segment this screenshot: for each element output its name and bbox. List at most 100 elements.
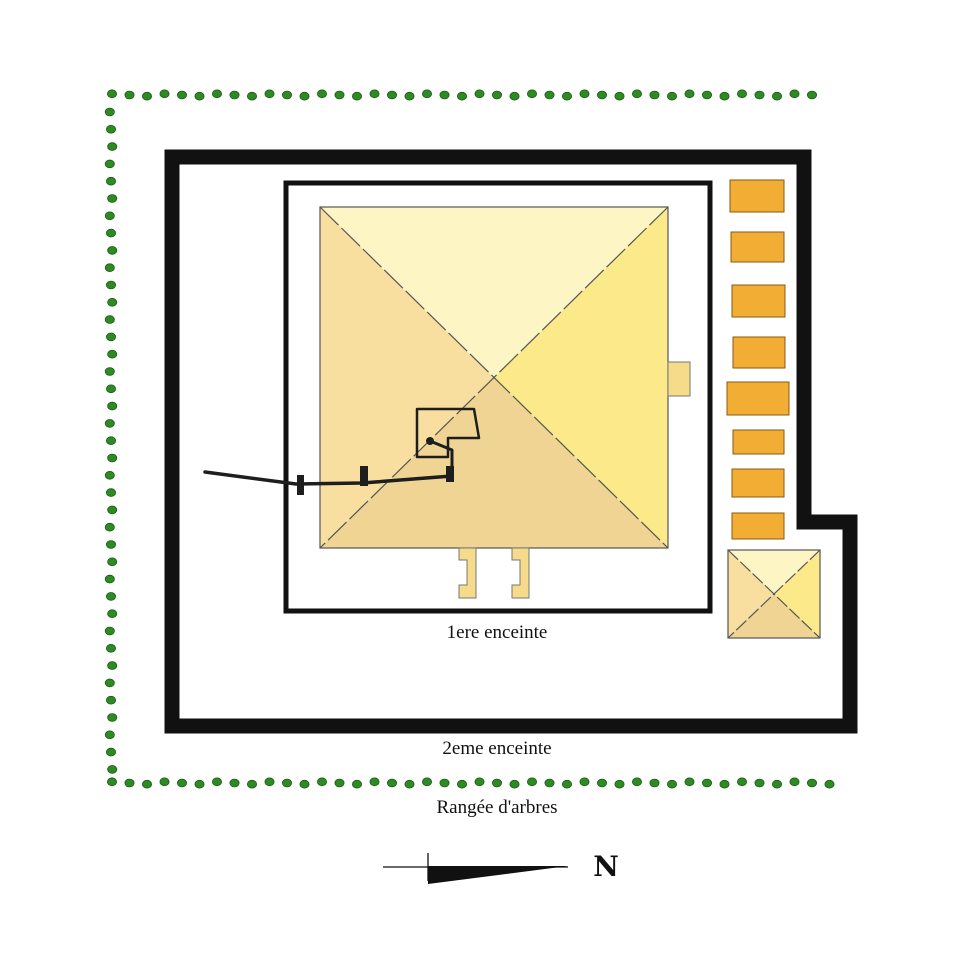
tree-dot-icon — [562, 91, 573, 101]
tree-dot-icon — [544, 90, 555, 100]
descending-corridor — [203, 470, 454, 486]
tree-dot-icon — [807, 90, 818, 100]
mastaba — [732, 429, 785, 455]
tree-dot-icon — [807, 778, 818, 788]
north-label: N — [593, 850, 619, 883]
tree-dot-icon — [107, 349, 118, 359]
tree-dot-icon — [141, 779, 152, 789]
tree-dot-icon — [107, 661, 118, 670]
tree-dot-icon — [159, 777, 170, 787]
main-pyramid-diagonal — [319, 206, 669, 549]
tree-dot-icon — [107, 297, 118, 307]
satellite-pyramid-top-face — [728, 550, 820, 594]
tree-dot-icon — [107, 765, 118, 774]
tree-dot-icon — [264, 777, 275, 787]
tree-dot-icon — [772, 779, 783, 789]
tree-dot-icon — [334, 778, 345, 788]
tree-dot-icon — [491, 778, 502, 788]
tree-dot-icon — [754, 778, 765, 788]
tree-dot-icon — [702, 90, 713, 100]
tree-dot-icon — [439, 90, 450, 100]
tree-dot-icon — [456, 779, 467, 789]
tree-dot-icon — [509, 91, 520, 101]
tree-dot-icon — [264, 89, 275, 99]
tree-dot-icon — [211, 89, 222, 99]
tree-dot-icon — [104, 574, 115, 584]
first-enclosure-label: 1ere enceinte — [446, 622, 548, 643]
main-pyramid-right-face — [494, 207, 668, 548]
tree-dot-icon — [404, 91, 415, 101]
tree-dot-icon — [299, 91, 310, 101]
chamber-shaft — [426, 437, 434, 445]
tree-dot-icon — [527, 777, 538, 787]
pyramid-entrance-left — [458, 547, 477, 599]
tree-dot-icon — [104, 159, 115, 169]
tree-dot-icon — [597, 778, 608, 788]
tree-dot-icon — [456, 91, 467, 101]
tree-dot-icon — [386, 778, 397, 788]
tree-dot-icon — [281, 778, 292, 788]
north-arrow-head — [428, 866, 568, 884]
tree-dot-icon — [107, 713, 118, 722]
mastaba — [726, 381, 790, 416]
tree-dot-icon — [316, 89, 327, 99]
tree-dot-icon — [106, 176, 117, 186]
tree-dot-icon — [789, 89, 800, 99]
satellite-pyramid-bottom-face — [728, 594, 820, 638]
tree-dot-icon — [211, 777, 222, 787]
tree-dot-icon — [684, 777, 695, 787]
tree-dot-icon — [667, 779, 678, 789]
pyramid-annex-chapel — [667, 361, 691, 397]
tree-dot-icon — [104, 263, 115, 273]
mastaba-row — [726, 179, 790, 540]
tree-dot-icon — [106, 695, 117, 705]
satellite-pyramid-right-face — [774, 550, 820, 638]
tree-dot-icon — [421, 89, 432, 99]
tree-dot-icon — [104, 470, 115, 480]
second-enclosure-wall — [164, 149, 858, 734]
tree-dot-icon — [544, 778, 555, 788]
tree-dot-icon — [107, 89, 118, 99]
tree-dot-icon — [104, 211, 115, 221]
tree-dot-icon — [229, 90, 240, 100]
tree-dot-icon — [106, 643, 117, 653]
tree-dot-icon — [369, 89, 380, 99]
tree-dot-icon — [369, 777, 380, 787]
tree-dot-icon — [281, 90, 292, 100]
tree-dot-icon — [107, 557, 118, 567]
tree-dot-icon — [351, 91, 362, 101]
tree-dot-icon — [106, 592, 117, 601]
tree-dot-icon — [107, 777, 118, 787]
tree-dot-icon — [141, 91, 152, 101]
tree-dot-icon — [632, 777, 643, 787]
mastaba — [732, 336, 786, 369]
tree-dot-icon — [106, 488, 117, 497]
tree-dot-icon — [106, 436, 117, 446]
tree-dot-icon — [439, 778, 450, 788]
tree-dot-icon — [649, 90, 660, 100]
tree-dot-icon — [107, 505, 118, 515]
tree-dot-icon — [737, 777, 748, 787]
second-enclosure-label: 2eme enceinte — [442, 738, 552, 759]
tree-dot-icon — [702, 778, 713, 788]
tree-dot-icon — [246, 779, 257, 789]
tree-dot-icon — [104, 678, 115, 688]
tree-dot-icon — [194, 779, 205, 789]
north-arrow-icon — [383, 853, 568, 884]
tree-row — [104, 89, 835, 789]
tree-dot-icon — [491, 90, 502, 100]
tree-dot-icon — [754, 90, 765, 100]
main-pyramid-top-face — [320, 207, 668, 378]
tree-dot-icon — [474, 777, 485, 787]
tree-dot-icon — [104, 367, 115, 376]
tree-dot-icon — [579, 89, 590, 99]
first-enclosure-wall — [283, 180, 713, 614]
tree-dot-icon — [719, 779, 730, 789]
tree-dot-icon — [614, 779, 625, 789]
tree-dot-icon — [104, 522, 115, 532]
tree-dot-icon — [614, 91, 625, 101]
satellite-pyramid-left-face — [728, 550, 774, 638]
tree-dot-icon — [562, 779, 573, 789]
tree-dot-icon — [106, 540, 117, 549]
